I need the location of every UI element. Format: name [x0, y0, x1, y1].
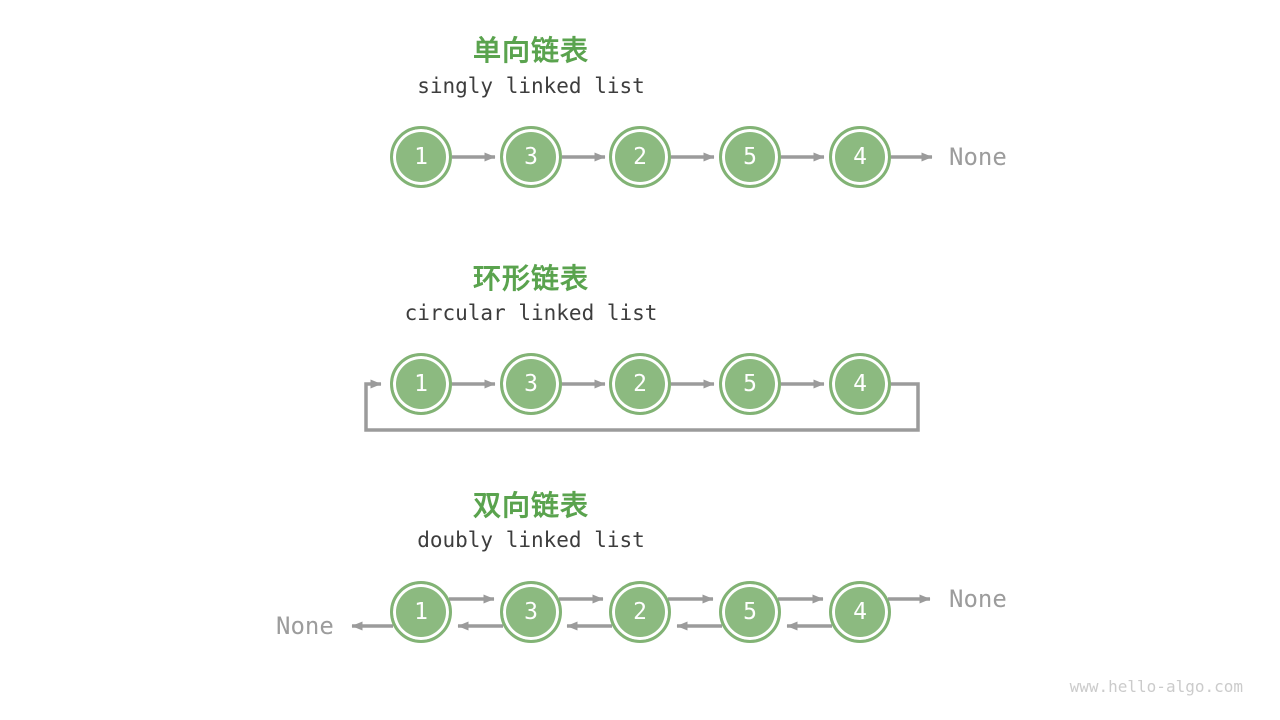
circular-node-2: 3 [500, 353, 562, 415]
singly-node-3: 2 [609, 126, 671, 188]
doubly-subtitle: doubly linked list [417, 528, 645, 552]
singly-title: 单向链表 [472, 34, 589, 67]
circular-subtitle: circular linked list [404, 301, 658, 325]
circular-node-3: 2 [609, 353, 671, 415]
circular-node-5: 4 [829, 353, 891, 415]
doubly-arrows [351, 594, 931, 631]
loop-back-arrow [364, 379, 920, 432]
watermark: www.hello-algo.com [1069, 677, 1243, 696]
doubly-node-4: 5 [719, 581, 781, 643]
doubly-node-1: 1 [390, 581, 452, 643]
circular-title: 环形链表 [472, 262, 589, 295]
circular-arrows [364, 379, 920, 432]
singly-node-1: 1 [390, 126, 452, 188]
singly-node-4: 5 [719, 126, 781, 188]
doubly-head-none-label: None [276, 612, 334, 640]
doubly-tail-none-label: None [949, 585, 1007, 613]
doubly-title: 双向链表 [472, 489, 589, 522]
singly-node-5: 4 [829, 126, 891, 188]
singly-node-2: 3 [500, 126, 562, 188]
circular-node-4: 5 [719, 353, 781, 415]
singly-none-label: None [949, 143, 1007, 171]
circular-node-1: 1 [390, 353, 452, 415]
singly-subtitle: singly linked list [417, 74, 645, 98]
doubly-node-5: 4 [829, 581, 891, 643]
doubly-node-2: 3 [500, 581, 562, 643]
doubly-node-3: 2 [609, 581, 671, 643]
